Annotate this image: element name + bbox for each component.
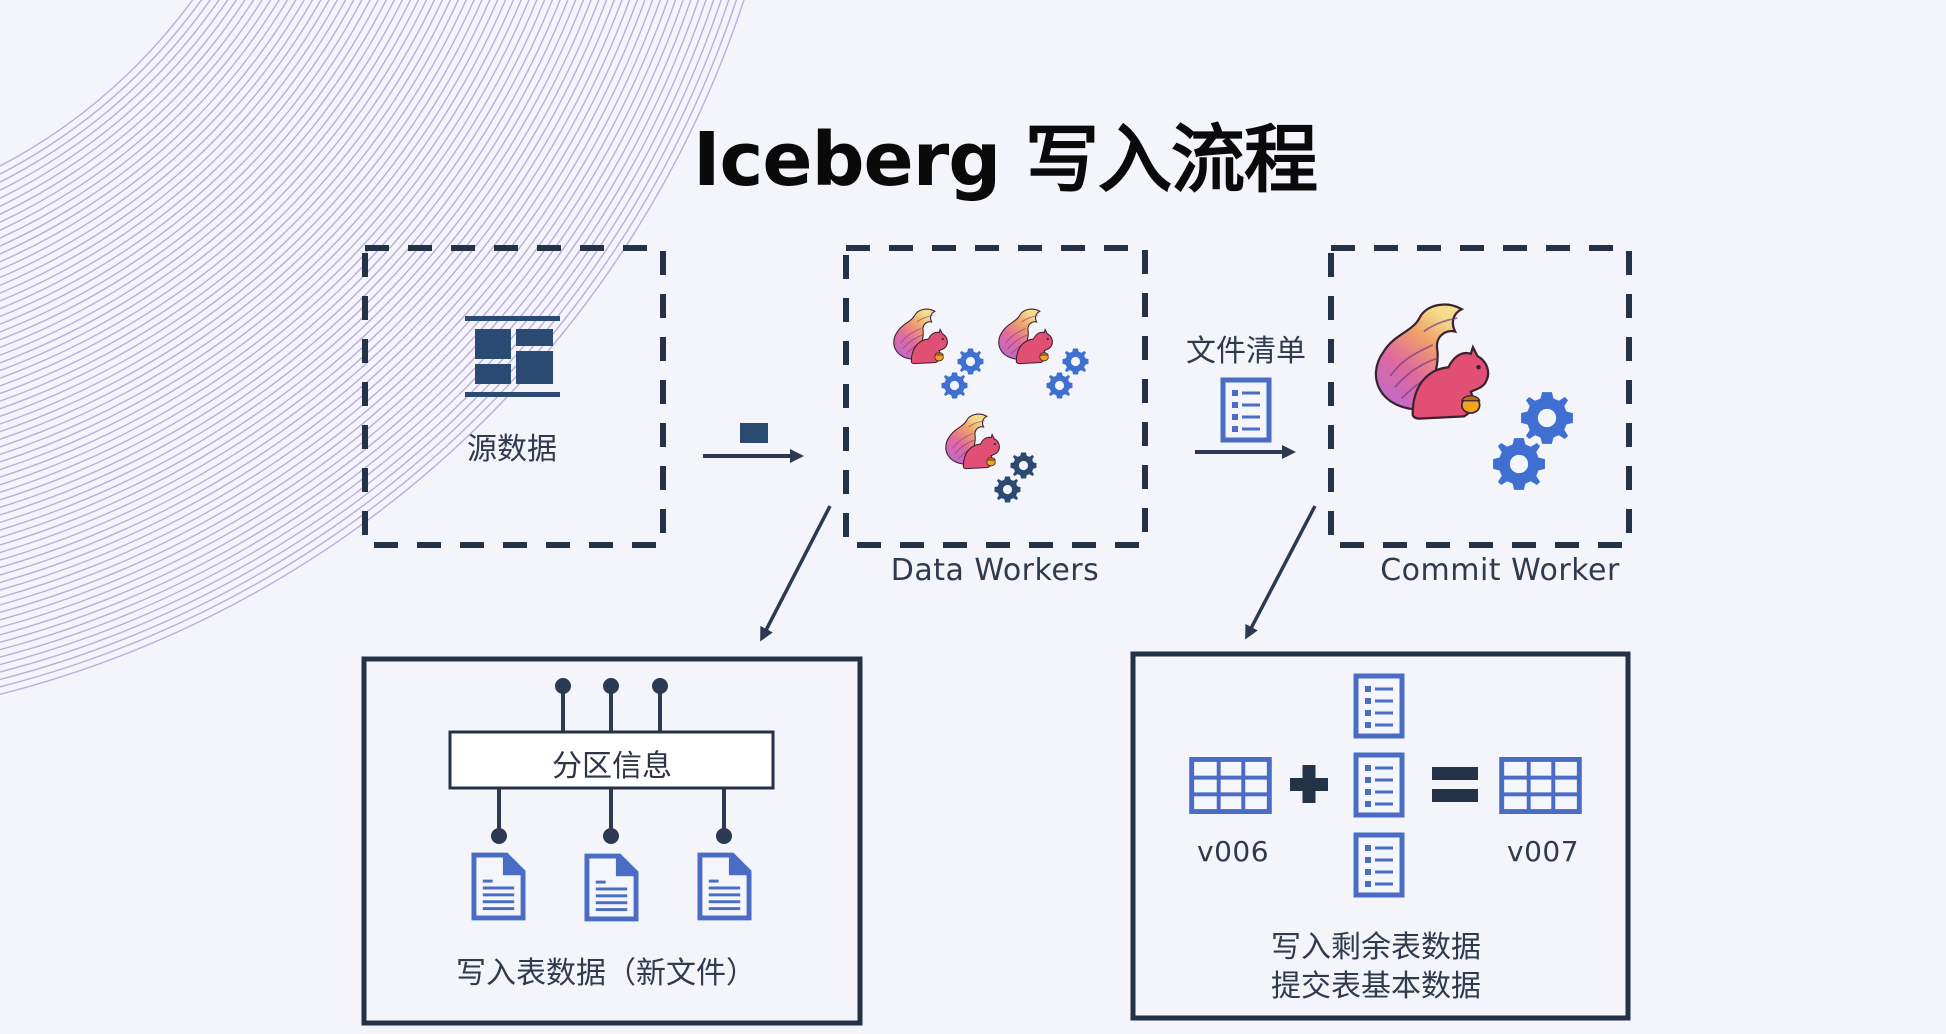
gear-icon [994, 476, 1021, 503]
commit-worker-node[interactable] [1328, 245, 1632, 548]
partition-output-connectors [491, 789, 732, 844]
source-label: 源数据 [467, 432, 557, 467]
workers-to-write-arrow [760, 505, 832, 642]
page-title: Iceberg 写入流程 [693, 117, 1318, 203]
plus-icon [1290, 765, 1328, 803]
workers-to-commit-arrow [1195, 380, 1296, 459]
workers-dashed-border [843, 245, 1148, 548]
manifest-list-icon [1356, 676, 1402, 736]
commit-to-panel-arrow [1245, 505, 1317, 640]
plus-symbol-text: + [1309, 764, 1310, 765]
data-packet-icon [740, 423, 768, 443]
equals-symbol-text: = [1455, 764, 1456, 765]
gear-icon [1493, 438, 1545, 490]
table-v007-icon [1501, 759, 1580, 812]
base-version-label: v006 [1196, 835, 1270, 868]
layout-grid-icon [465, 316, 560, 397]
manifest-label: 文件清单 [1186, 334, 1306, 369]
source-dashed-border [362, 245, 666, 548]
gear-icon [941, 372, 968, 399]
flink-squirrel-icon [998, 308, 1053, 365]
gear-icon [1521, 392, 1573, 444]
gear-icon [957, 348, 984, 375]
data-file-icon [587, 856, 636, 919]
source-to-workers-arrow [703, 423, 804, 463]
flink-squirrel-icon [893, 308, 948, 365]
new-version-label: v007 [1506, 835, 1580, 868]
table-v006-icon [1191, 759, 1270, 812]
data-file-icon [700, 855, 749, 918]
flink-squirrel-icon [1374, 303, 1490, 420]
partition-input-connectors [555, 678, 668, 733]
commit-dashed-border [1328, 245, 1632, 548]
source-node[interactable] [362, 245, 666, 548]
gear-icon [1062, 348, 1089, 375]
commit-panel [1130, 651, 1631, 1021]
partition-info-label: 分区信息 [552, 749, 672, 784]
equals-icon [1432, 767, 1478, 802]
commit-caption-line1: 写入剩余表数据 [1271, 930, 1481, 965]
data-workers-node[interactable] [843, 245, 1148, 548]
manifest-list-icon [1356, 755, 1402, 815]
commit-caption-line2: 提交表基本数据 [1271, 969, 1481, 1004]
gear-icon [1010, 452, 1037, 479]
gear-icon [1046, 372, 1073, 399]
commit-worker-label: Commit Worker [1380, 553, 1620, 588]
write-data-panel [361, 656, 863, 1026]
partition-info-box [448, 730, 775, 790]
data-workers-label: Data Workers [890, 553, 1100, 588]
flink-squirrel-icon [945, 413, 1000, 470]
data-file-icon [474, 855, 523, 918]
manifest-list-icon [1356, 835, 1402, 895]
list-document-icon [1223, 380, 1269, 440]
write-panel-caption: 写入表数据（新文件） [456, 956, 756, 991]
